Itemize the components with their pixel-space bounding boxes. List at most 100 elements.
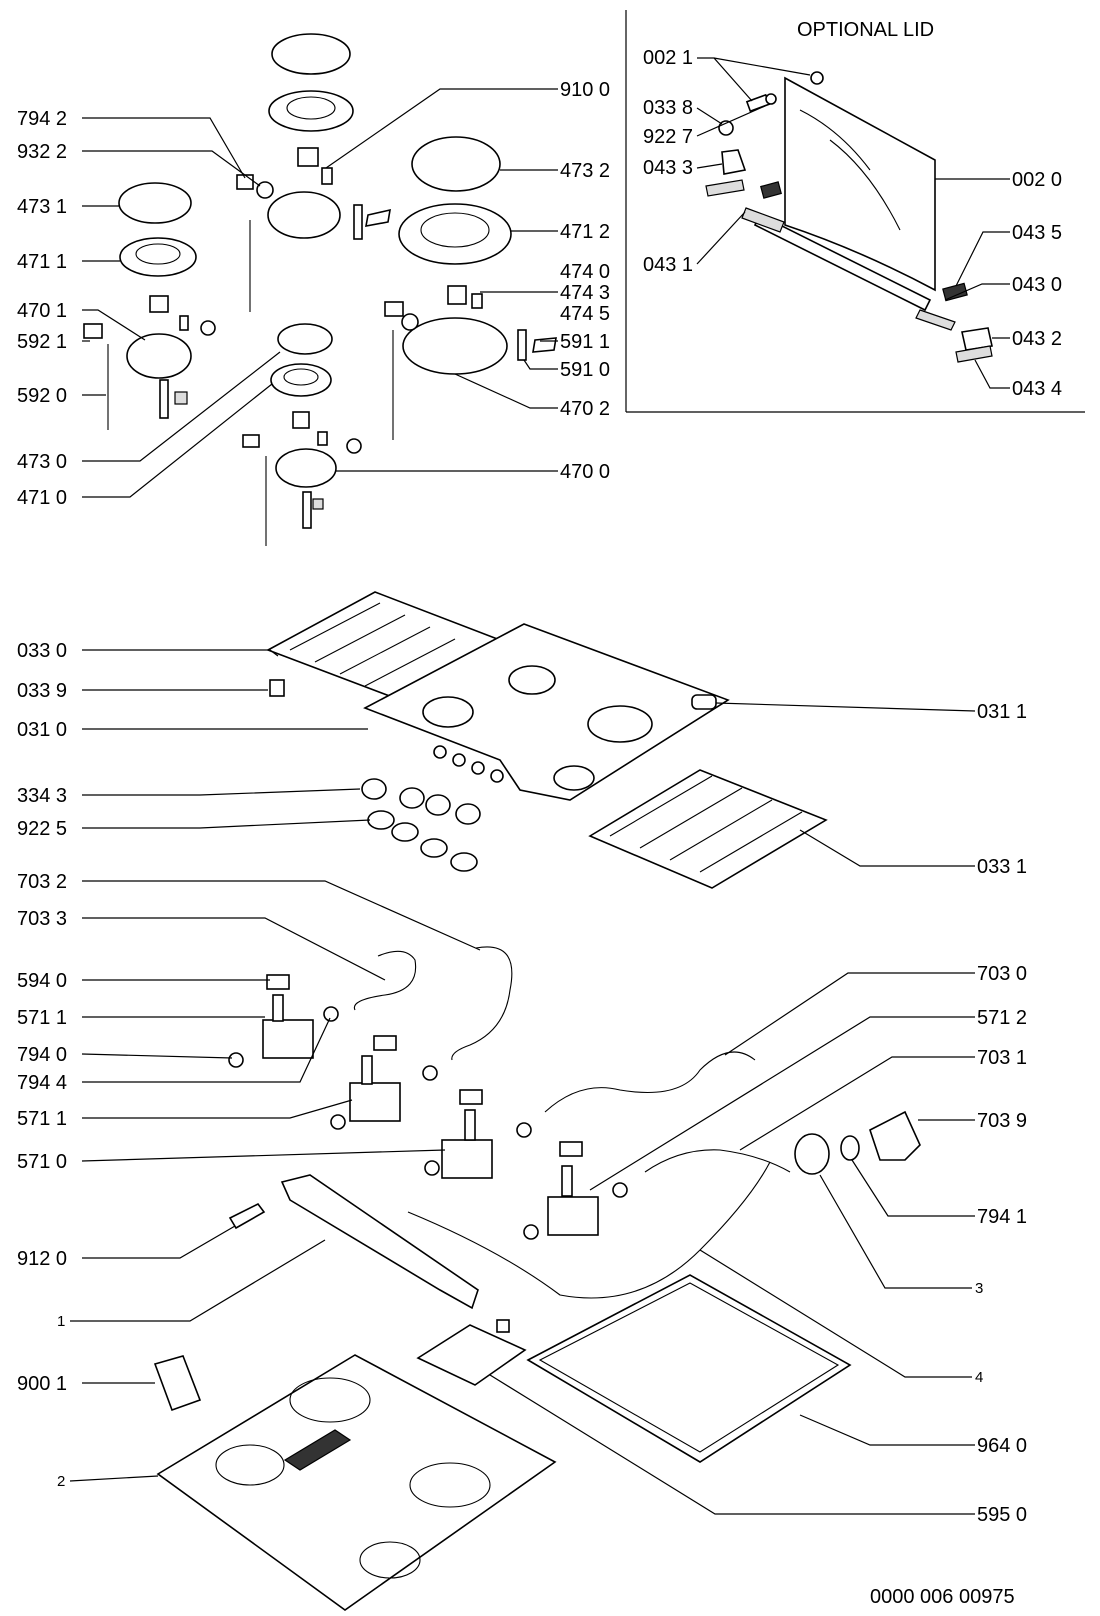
clip-front [242, 434, 260, 448]
oring-front [346, 438, 362, 454]
clip-rear-right [384, 301, 404, 317]
grid-foot [269, 679, 285, 697]
knob-hole-3 [471, 761, 485, 775]
leader-0434 [974, 359, 1010, 389]
clip-left [83, 323, 103, 339]
label-7944: 794 4 [17, 1072, 67, 1094]
bracket-9001 [153, 1355, 202, 1412]
gas-tap-1-clip [266, 974, 290, 990]
drawing-number: 0000 006 00975 [870, 1586, 1015, 1608]
leader-0331 [799, 829, 975, 867]
leader-9100 [325, 88, 558, 169]
glass-lid [784, 76, 936, 292]
leader-5710 [81, 1149, 446, 1162]
label-0433: 043 3 [643, 157, 693, 179]
gas-tap-1-spindle [272, 994, 284, 1022]
label-9322: 932 2 [17, 141, 67, 163]
hinge-right-spring [915, 309, 956, 331]
leader-4701 [82, 309, 146, 341]
hinge-left-plate [705, 179, 745, 197]
label-9225: 922 5 [17, 818, 67, 840]
burner-body-rear-right [402, 317, 508, 375]
injector-front [292, 411, 310, 429]
label-4700: 470 0 [560, 461, 610, 483]
gas-tap-3-oring [424, 1160, 440, 1176]
oring-rear [256, 181, 274, 199]
label-0310: 031 0 [17, 719, 67, 741]
label-7940: 794 0 [17, 1044, 67, 1066]
cap-left [118, 182, 192, 224]
spreader-front [270, 363, 332, 397]
label-7031: 703 1 [977, 1047, 1027, 1069]
label-4730: 473 0 [17, 451, 67, 473]
label-7942: 794 2 [17, 108, 67, 130]
hob-top-section: 033 0 033 9 031 0 334 3 922 5 031 1 033 … [17, 591, 1027, 889]
leader-4710 [82, 383, 273, 498]
label-0432: 043 2 [1012, 328, 1062, 350]
leader-0433 [696, 163, 723, 169]
label-4711: 471 1 [17, 251, 67, 273]
leader-9322 [82, 150, 261, 187]
burner-body-front [275, 448, 337, 488]
knob-hole-2 [452, 753, 466, 767]
label-9640: 964 0 [977, 1435, 1027, 1457]
pipe-7033 [353, 950, 417, 1011]
base-tray-recess-rear [289, 1377, 371, 1423]
screw-rear-right [471, 293, 483, 309]
knob-ring-2 [391, 822, 419, 842]
leader-7030 [724, 972, 975, 1056]
spreader-left-inner [135, 243, 181, 265]
lid-knob [810, 71, 824, 85]
label-0430: 043 0 [1012, 274, 1062, 296]
leader-4 [699, 1249, 972, 1378]
gas-tap-4-oring-b [612, 1182, 628, 1198]
screw-rear [321, 167, 333, 185]
gas-tap-2-oring [330, 1114, 346, 1130]
oring-rear-right [401, 313, 419, 331]
base-tray-recess-left [215, 1444, 285, 1486]
leader-5910 [523, 359, 558, 370]
label-4701: 470 1 [17, 300, 67, 322]
gas-tap-4-clip [559, 1141, 583, 1157]
pipe-7030 [544, 1051, 756, 1113]
label-4740: 474 0 [560, 261, 610, 283]
glass-lid-reflection [799, 109, 901, 231]
oring-left [200, 320, 216, 336]
leader-0430 [944, 283, 1010, 301]
lid-title: OPTIONAL LID [797, 19, 934, 41]
leader-9227 [696, 105, 766, 137]
label-4745: 474 5 [560, 303, 610, 325]
pan-support-right [588, 769, 828, 889]
label-7032: 703 2 [17, 871, 67, 893]
gas-tap-1 [262, 1019, 314, 1059]
label-4712: 471 2 [560, 221, 610, 243]
electrode-front [302, 491, 312, 529]
leader-5711b [82, 1099, 353, 1119]
screw-left [179, 315, 189, 331]
label-7941: 794 1 [977, 1206, 1027, 1228]
hob-hole-front [553, 765, 595, 791]
gas-tap-3-clip [459, 1089, 483, 1105]
union-nut [794, 1133, 830, 1175]
hob-top-plate [363, 623, 730, 801]
injector-left [149, 295, 169, 313]
electrode-clip-front [312, 498, 324, 510]
hinge-right-bracket [961, 327, 993, 351]
lid-washer [765, 93, 777, 105]
base-tray-recess-front [359, 1541, 421, 1579]
main-gas-pipe [407, 1161, 771, 1299]
label-5910: 591 0 [560, 359, 610, 381]
leader-0330 [82, 649, 279, 657]
seal-gasket-inner [538, 1282, 840, 1453]
base-tray [156, 1354, 557, 1611]
electrode-rear [353, 204, 363, 240]
label-2: 2 [57, 1473, 65, 1490]
label-1: 1 [57, 1313, 65, 1330]
injector-rear-right [447, 285, 467, 305]
label-4: 4 [975, 1369, 983, 1386]
burner-body-left [126, 333, 192, 379]
gas-tap-4-spindle [561, 1165, 573, 1197]
elbow-fitting [869, 1110, 921, 1161]
gas-tap-3 [441, 1139, 493, 1179]
leader-7033 [82, 917, 386, 981]
